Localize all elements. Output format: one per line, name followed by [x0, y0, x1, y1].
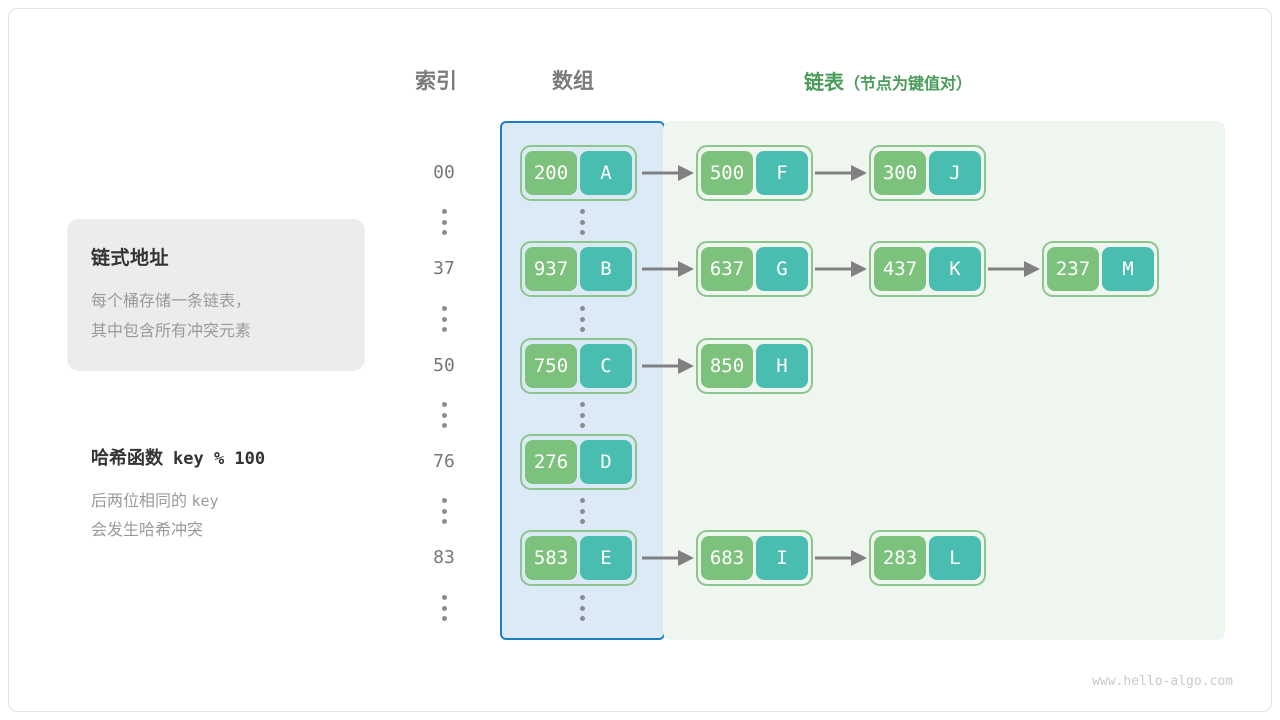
node-key: 850	[701, 344, 753, 388]
array-ellipsis-icon	[552, 498, 612, 524]
info-card-line-2: 其中包含所有冲突元素	[91, 323, 252, 340]
right-arrow-icon	[813, 530, 869, 586]
right-arrow-icon	[640, 338, 696, 394]
hash-note-line-1-text: 后两位相同的	[91, 493, 188, 510]
node-key: 637	[701, 247, 753, 291]
node-value: D	[580, 440, 632, 484]
hash-function-note: 后两位相同的 key 会发生哈希冲突	[91, 487, 371, 545]
right-arrow-icon	[640, 145, 696, 201]
node-key: 276	[525, 440, 577, 484]
index-label: 76	[433, 451, 455, 472]
header-linked-list-main: 链表	[804, 72, 844, 94]
node-value: G	[756, 247, 808, 291]
header-index: 索引	[415, 70, 457, 93]
node-key: 283	[874, 536, 926, 580]
right-arrow-icon	[986, 241, 1042, 297]
hash-function-label: 哈希函数	[91, 448, 163, 468]
info-card-title: 链式地址	[91, 248, 170, 269]
hash-note-line-2: 会发生哈希冲突	[91, 522, 204, 539]
array-ellipsis-icon	[552, 209, 612, 235]
node-value: M	[1102, 247, 1154, 291]
node-key: 750	[525, 344, 577, 388]
node-value: F	[756, 151, 808, 195]
info-card-body: 每个桶存储一条链表， 其中包含所有冲突元素	[91, 287, 361, 347]
index-ellipsis-icon	[414, 595, 474, 621]
header-linked-list: 链表（节点为键值对）	[804, 66, 972, 95]
node-key: 500	[701, 151, 753, 195]
index-ellipsis-icon	[414, 209, 474, 235]
node-value: K	[929, 247, 981, 291]
footer-url: www.hello-algo.com	[1092, 674, 1233, 689]
node-value: L	[929, 536, 981, 580]
index-label: 50	[433, 355, 455, 376]
node-value: C	[580, 344, 632, 388]
hash-function-expression: key % 100	[173, 449, 266, 469]
header-linked-list-sub: （节点为键值对）	[844, 76, 973, 93]
header-array: 数组	[552, 70, 594, 93]
hash-note-key-token: key	[191, 492, 219, 510]
hash-note-line-1: 后两位相同的 key	[91, 487, 371, 516]
node-key: 437	[874, 247, 926, 291]
node-key: 300	[874, 151, 926, 195]
node-key: 937	[525, 247, 577, 291]
index-ellipsis-icon	[414, 498, 474, 524]
right-arrow-icon	[813, 145, 869, 201]
right-arrow-icon	[640, 241, 696, 297]
node-value: B	[580, 247, 632, 291]
node-value: H	[756, 344, 808, 388]
info-card	[67, 219, 365, 371]
node-value: I	[756, 536, 808, 580]
hash-function-title: 哈希函数 key % 100	[91, 444, 265, 470]
diagram-canvas: 索引 数组 链表（节点为键值对） 链式地址 每个桶存储一条链表， 其中包含所有冲…	[8, 8, 1272, 712]
right-arrow-icon	[813, 241, 869, 297]
array-ellipsis-icon	[552, 306, 612, 332]
index-label: 00	[433, 162, 455, 183]
index-ellipsis-icon	[414, 306, 474, 332]
node-value: A	[580, 151, 632, 195]
array-ellipsis-icon	[552, 595, 612, 621]
index-label: 83	[433, 547, 455, 568]
node-key: 583	[525, 536, 577, 580]
node-key: 683	[701, 536, 753, 580]
node-value: E	[580, 536, 632, 580]
node-key: 200	[525, 151, 577, 195]
index-label: 37	[433, 258, 455, 279]
info-card-line-1: 每个桶存储一条链表，	[91, 293, 252, 310]
array-ellipsis-icon	[552, 402, 612, 428]
node-value: J	[929, 151, 981, 195]
node-key: 237	[1047, 247, 1099, 291]
index-ellipsis-icon	[414, 402, 474, 428]
right-arrow-icon	[640, 530, 696, 586]
